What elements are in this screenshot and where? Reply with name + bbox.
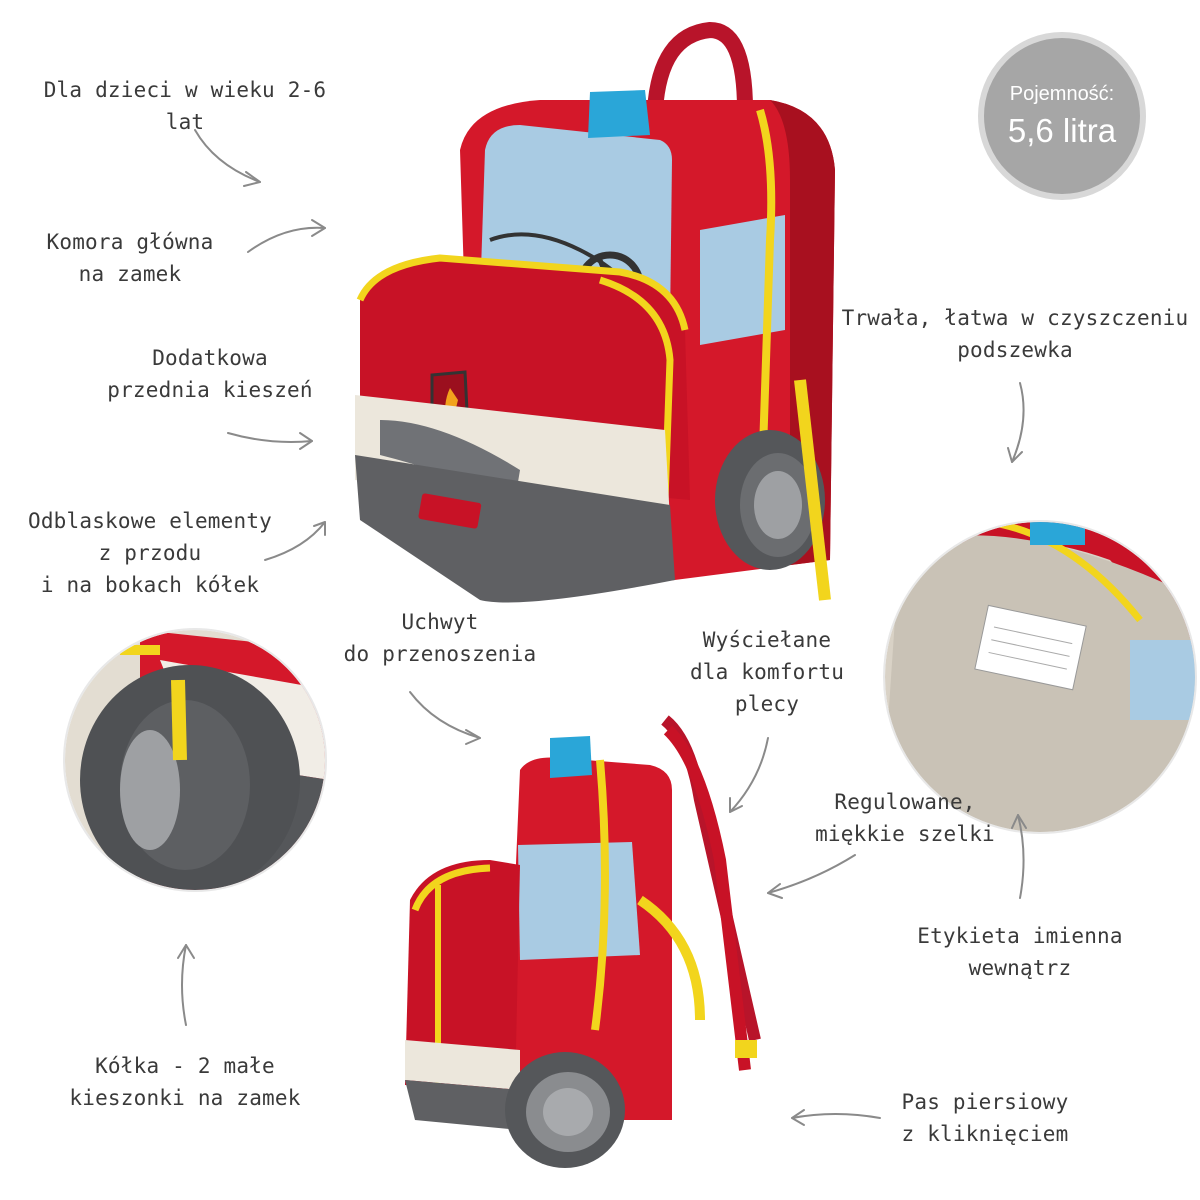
feature-main-compartment: Komora główna na zamek [46, 230, 214, 286]
feature-chest-strap: Pas piersiowy z kliknięciem [901, 1090, 1069, 1146]
arrow-padded-back [729, 737, 769, 813]
arrow-name-tag [1011, 814, 1027, 899]
backpack-side-view [405, 715, 761, 1168]
arrow-main-compartment [247, 219, 326, 253]
capacity-badge: Pojemność: 5,6 litra [978, 32, 1146, 200]
feature-age: Dla dzieci w wieku 2-6 lat [43, 78, 327, 134]
arrow-straps [767, 854, 856, 899]
wheel-pocket-closeup [65, 630, 325, 890]
arrow-front-pocket [227, 432, 313, 450]
feature-handle: Uchwyt do przenoszenia [343, 610, 537, 666]
feature-wheels: Kółka - 2 małe kieszonki na zamek [69, 1054, 301, 1110]
capacity-value: 5,6 litra [1007, 111, 1117, 149]
arrow-wheels [177, 944, 195, 1026]
arrow-lining [1007, 382, 1025, 463]
arrow-handle [409, 691, 481, 745]
feature-straps: Regulowane, miękkie szelki [815, 790, 995, 846]
backpack-front-view [355, 21, 835, 603]
inner-lining-closeup [885, 522, 1195, 832]
feature-name-tag: Etykieta imienna wewnątrz [917, 924, 1123, 980]
feature-padded-back: Wyściełane dla komfortu plecy [689, 628, 845, 716]
feature-reflective: Odblaskowe elementy z przodu i na bokach… [27, 509, 273, 597]
arrow-age [194, 129, 261, 187]
arrow-reflective [264, 521, 326, 561]
arrow-chest-strap [791, 1109, 881, 1126]
feature-front-pocket: Dodatkowa przednia kieszeń [107, 346, 313, 402]
capacity-title: Pojemność: [1009, 82, 1115, 105]
feature-lining: Trwała, łatwa w czyszczeniu podszewka [841, 306, 1189, 362]
